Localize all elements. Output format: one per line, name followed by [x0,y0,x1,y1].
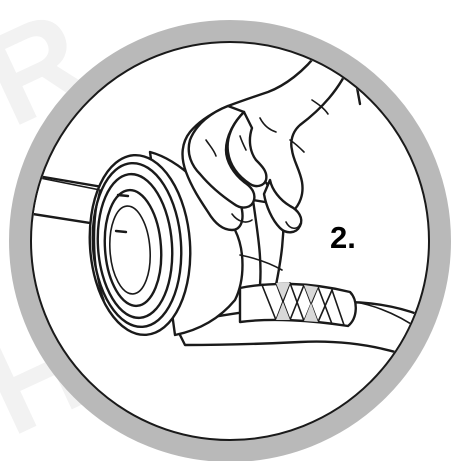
step-number-label: 2. [330,220,356,255]
